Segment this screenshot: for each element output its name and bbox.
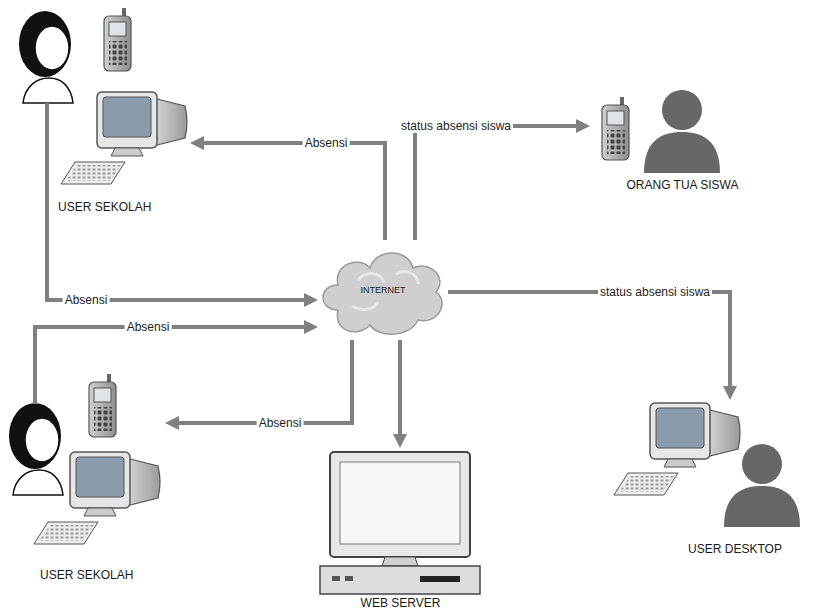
connector-line: [204, 143, 385, 240]
edge-label: Absensi: [303, 136, 350, 150]
server-icon: [320, 452, 480, 594]
arrow-connector: [47, 216, 318, 307]
connector-line: [448, 292, 730, 386]
computer-icon: [61, 92, 187, 184]
person-icon: [724, 444, 800, 527]
edge-label: Absensi: [257, 416, 304, 430]
line-stub: [33, 371, 37, 404]
arrow-connector: [35, 320, 318, 371]
arrow-connector: [190, 136, 385, 240]
parent-group: ORANG TUA SISWA: [590, 88, 775, 194]
desktop-group: USER DESKTOP: [635, 400, 815, 558]
node-label: USER DESKTOP: [688, 542, 782, 556]
node-label: USER SEKOLAH: [58, 200, 151, 214]
user-group: USER SEKOLAH: [5, 371, 165, 584]
node-label: WEB SERVER: [361, 596, 441, 610]
cloud-label: INTERNET: [361, 285, 406, 296]
edge-label: Absensi: [125, 320, 172, 334]
arrowhead: [304, 293, 318, 307]
woman-icon: [19, 11, 73, 103]
server-group: WEB SERVER: [318, 448, 483, 610]
node-label: USER SEKOLAH: [40, 568, 133, 582]
edge-label: Absensi: [63, 293, 110, 307]
computer-icon: [34, 452, 160, 544]
connector-line: [179, 340, 352, 423]
connector-line: [398, 340, 402, 434]
computer-icon: [614, 403, 740, 495]
connector-line: [415, 126, 576, 240]
phone-icon: [602, 97, 629, 160]
phone-icon: [104, 8, 131, 71]
arrowhead: [190, 136, 204, 150]
arrowhead: [393, 434, 407, 448]
internet-cloud: INTERNET: [318, 240, 448, 340]
user-group: USER SEKOLAH: [10, 5, 190, 216]
connector-line: [47, 216, 304, 300]
arrow-connector: [448, 292, 737, 400]
node-label: ORANG TUA SISWA: [626, 178, 738, 192]
line-stub: [45, 103, 49, 216]
edge-label: status absensi siswa: [598, 285, 712, 299]
arrow-connector: [393, 340, 407, 448]
phone-icon: [89, 374, 116, 437]
arrow-connector: [165, 340, 352, 430]
arrowhead: [165, 416, 179, 430]
woman-icon: [9, 403, 63, 495]
person-icon: [644, 90, 720, 173]
arrowhead: [576, 119, 590, 133]
arrowhead: [723, 386, 737, 400]
arrowhead: [304, 320, 318, 334]
edge-label: status absensi siswa: [399, 119, 513, 133]
arrow-connector: [415, 119, 590, 240]
